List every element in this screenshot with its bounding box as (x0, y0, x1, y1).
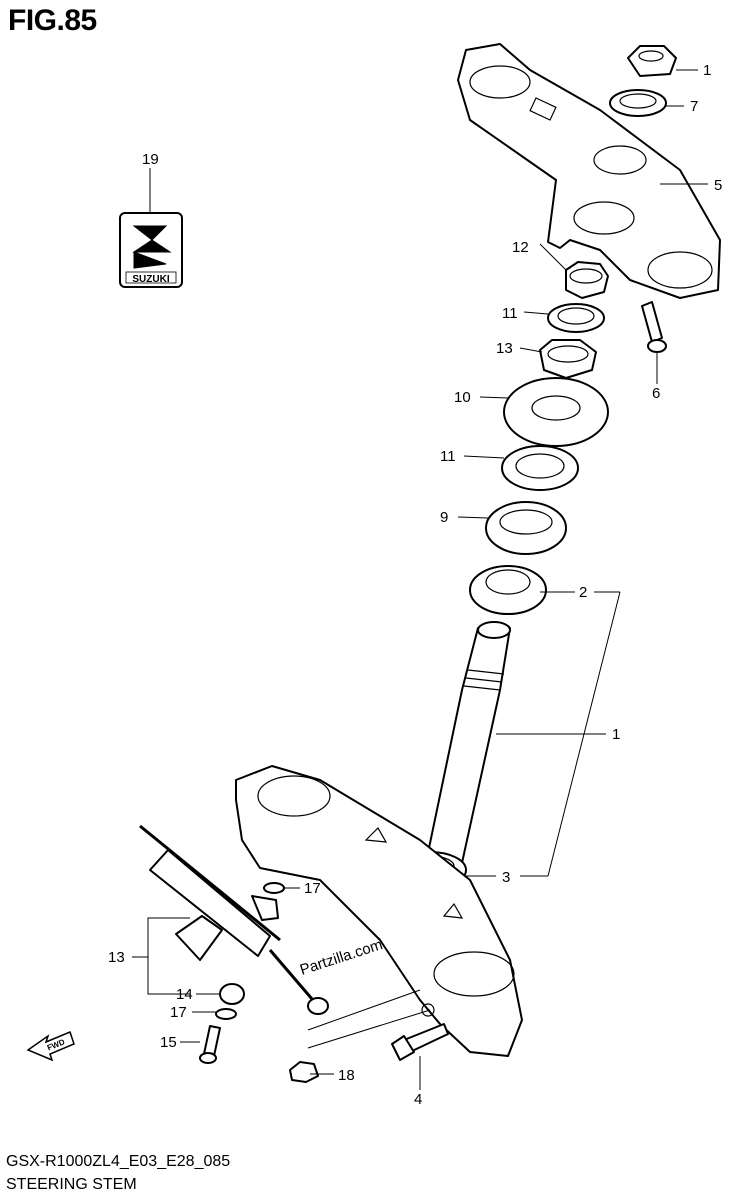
callout-7: 7 (690, 98, 698, 115)
callout-12: 11 (502, 305, 518, 322)
callout-19: 19 (142, 151, 159, 168)
lock-nut-lower-part[interactable] (539, 339, 597, 379)
callout-2: 2 (579, 584, 587, 601)
damper-bolt-part[interactable] (199, 1025, 221, 1064)
dust-seal-part[interactable] (503, 377, 609, 447)
lower-bracket-part[interactable] (235, 765, 523, 1057)
forward-direction-arrow: FWD (26, 1030, 75, 1062)
callout-3: 3 (502, 869, 510, 886)
callout-18: 18 (338, 1067, 355, 1084)
callout-labels: 1 7 5 12 11 13 6 10 11 9 2 1 3 17 13 14 … (108, 62, 722, 1108)
damper-collar-part[interactable] (219, 983, 245, 1005)
callout-15: 14 (176, 986, 193, 1003)
lock-nut-upper-part[interactable] (565, 261, 609, 299)
callout-16: 15 (160, 1034, 177, 1051)
washer-part[interactable] (609, 89, 667, 117)
steering-stem-shaft-part[interactable] (423, 621, 511, 873)
callout-13-upper: 12 (512, 239, 529, 256)
lower-bearing-part[interactable] (469, 565, 547, 615)
damper-washer-lower-part[interactable] (215, 1008, 237, 1020)
callout-17-lower: 17 (170, 1004, 187, 1021)
clamp-bolt-part[interactable] (641, 301, 667, 353)
upper-bearing-part[interactable] (485, 501, 567, 555)
watermark-text: Partzilla.com (298, 936, 385, 979)
steering-washer-part[interactable] (501, 445, 579, 491)
callout-9: 9 (440, 509, 448, 526)
stem-nut-part[interactable] (627, 45, 677, 77)
callout-11: 11 (440, 448, 456, 465)
callout-13-lower: 13 (496, 340, 513, 357)
callout-4: 4 (414, 1091, 422, 1108)
callout-1: 1 (612, 726, 620, 743)
lock-washer-part[interactable] (547, 303, 605, 333)
leader-lines (132, 69, 708, 1090)
damper-washer-upper-part[interactable] (263, 882, 285, 894)
suzuki-emblem-part[interactable]: SUZUKI (119, 212, 183, 288)
callout-14: 13 (108, 949, 125, 966)
upper-bracket-part[interactable] (457, 43, 721, 299)
callout-17-upper: 17 (304, 880, 321, 897)
steering-damper-part[interactable] (139, 824, 329, 1015)
diagram-name: STEERING STEM (6, 1176, 137, 1193)
callout-8: 1 (703, 62, 711, 79)
figure-title: FIG.85 (8, 4, 97, 37)
lower-clamp-bolt-part[interactable] (391, 1023, 449, 1061)
callout-5: 5 (714, 177, 722, 194)
diagram-code: GSX-R1000ZL4_E03_E28_085 (6, 1153, 231, 1170)
damper-nut-part[interactable] (289, 1061, 319, 1083)
suzuki-logo-text: SUZUKI (132, 274, 169, 285)
callout-10: 10 (454, 389, 471, 406)
callout-6: 6 (652, 385, 660, 402)
